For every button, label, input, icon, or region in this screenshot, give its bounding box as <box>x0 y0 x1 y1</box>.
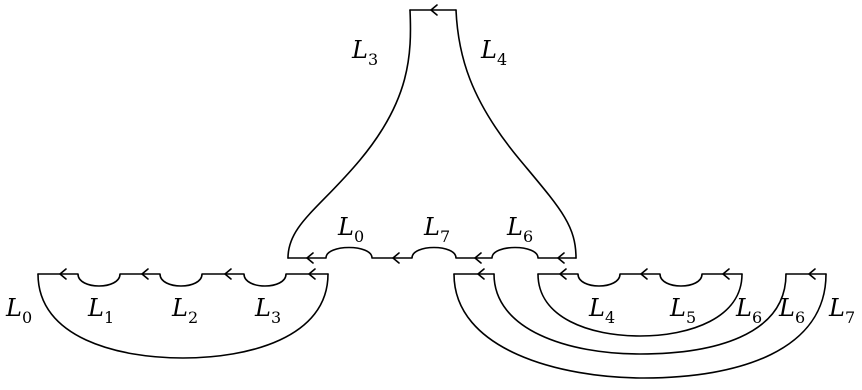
right-inner-arc <box>537 273 743 337</box>
arrow-left-2 <box>141 268 149 280</box>
label-mid-l7: L7 <box>423 213 450 246</box>
arrow-right-2 <box>640 268 648 280</box>
label-top-right: L4 <box>480 36 507 69</box>
label-right-l4: L4 <box>588 294 615 327</box>
arrow-mid-4 <box>557 252 565 264</box>
arrow-left-4 <box>308 268 316 280</box>
label-mid-l0: L0 <box>337 213 364 246</box>
label-left-l0: L0 <box>5 294 32 327</box>
arrow-mid-3 <box>474 252 482 264</box>
arrowheads <box>59 4 816 280</box>
middle-baseline <box>287 246 577 259</box>
arrow-left-1 <box>59 268 67 280</box>
label-mid-l6: L6 <box>506 213 533 246</box>
left-baseline <box>37 273 329 287</box>
label-right-l6a: L6 <box>735 294 762 327</box>
nested-arc-outer <box>453 273 827 379</box>
arrow-mid-1 <box>306 252 314 264</box>
arrow-nested-right <box>808 268 816 280</box>
arrow-nested-left <box>477 268 485 280</box>
label-left-l2: L2 <box>171 294 198 327</box>
arrow-left-3 <box>224 268 232 280</box>
label-top-left: L3 <box>351 36 378 69</box>
label-right-l5: L5 <box>669 294 696 327</box>
top-right-curve <box>455 9 577 259</box>
label-left-l1: L1 <box>87 294 114 327</box>
label-right-l7: L7 <box>828 294 855 327</box>
label-left-l3: L3 <box>254 294 281 327</box>
right-inner-baseline <box>537 273 743 287</box>
arrow-mid-2 <box>392 252 400 264</box>
arrow-top-neck <box>430 4 438 16</box>
left-lower-arc <box>37 273 329 359</box>
arrow-right-1 <box>559 268 567 280</box>
top-left-curve <box>287 9 412 259</box>
label-right-l6b: L6 <box>778 294 805 327</box>
arrow-right-3 <box>722 268 730 280</box>
nested-arc-middle <box>493 273 787 355</box>
